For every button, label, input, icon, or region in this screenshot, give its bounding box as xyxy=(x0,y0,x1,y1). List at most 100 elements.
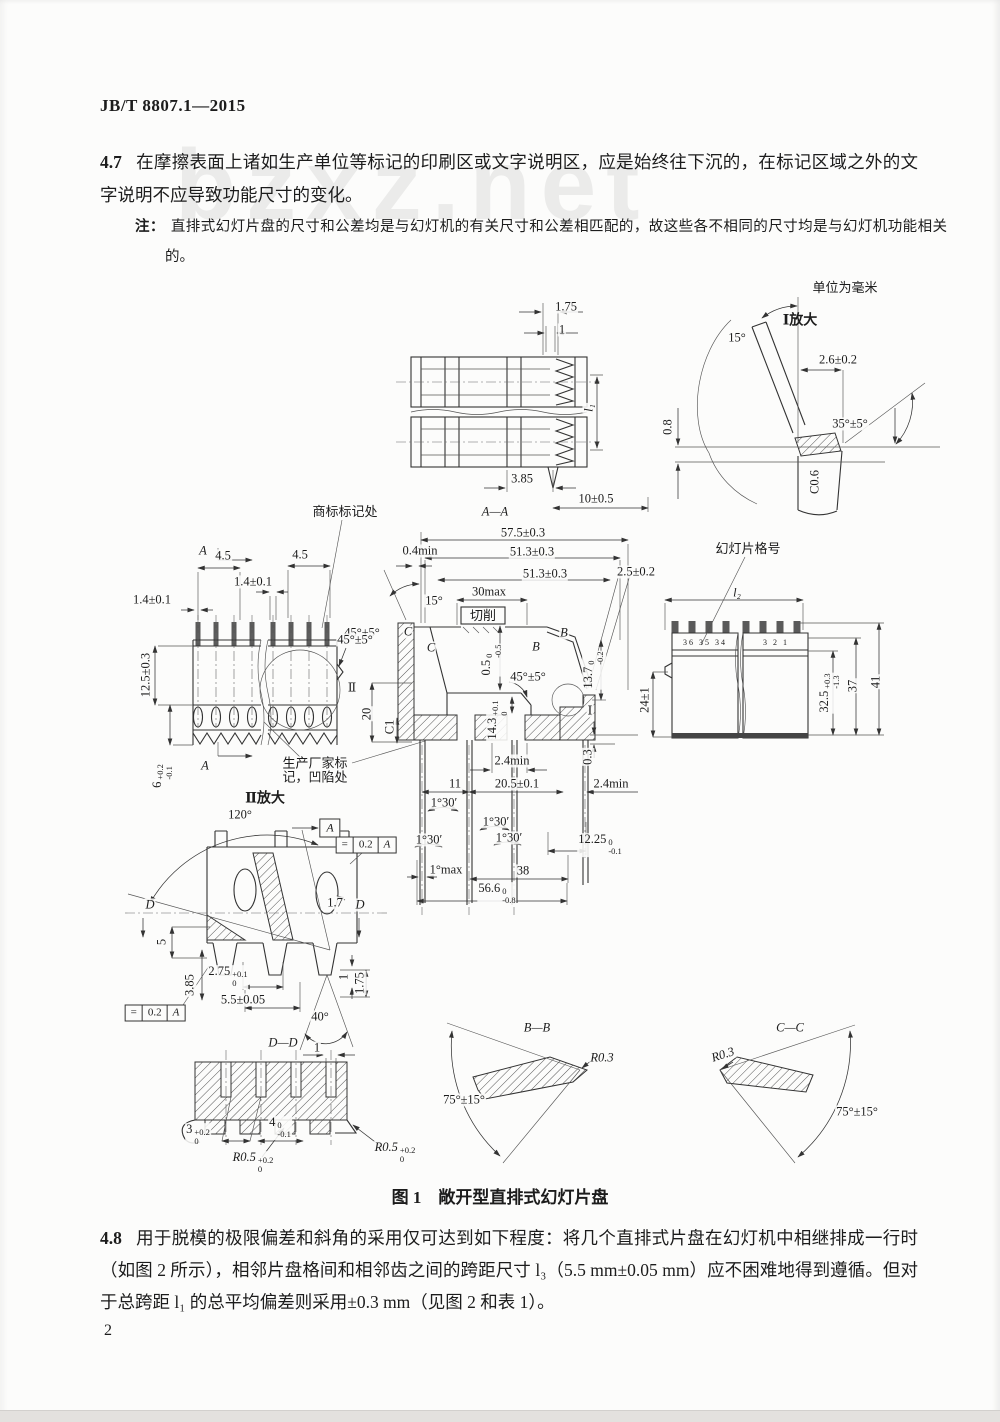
section-bb-view xyxy=(446,1022,593,1164)
dim-1max: 1°max xyxy=(428,862,464,877)
dim-32-5: 32.5+0.3-1.3 xyxy=(817,672,842,714)
dim-40deg: 40° xyxy=(310,1009,330,1024)
dim-1-top: 1 xyxy=(557,322,567,337)
cut-label: 切削 xyxy=(468,608,498,624)
dim-l1: l₁ xyxy=(581,403,596,413)
page-number: 2 xyxy=(104,1322,112,1339)
dim-11: 11 xyxy=(447,776,463,791)
note-paragraph: 注：直排式幻灯片盘的尺寸和公差均是与幻灯机的有关尺寸和公差相匹配的，故这些各不相… xyxy=(135,212,947,272)
dim-c1: C1 xyxy=(382,718,397,736)
manufacturer-note: 生产厂家标记，凹陷处 xyxy=(281,755,349,784)
dim-l2: l₂ xyxy=(732,585,742,600)
dim-1-ii: 1 xyxy=(336,972,351,982)
dim-10: 10±0.5 xyxy=(577,491,615,506)
note-label: 注： xyxy=(135,219,165,235)
dim-1-75-top: 1.75 xyxy=(554,299,578,314)
main-section-view xyxy=(383,532,638,915)
dim-24: 24±1 xyxy=(637,686,652,714)
figure-caption: 图 1 敞开型直排式幻灯片盘 xyxy=(391,1188,609,1207)
dim-1-dd: 1 xyxy=(312,1040,322,1055)
dim-3-85-top: 3.85 xyxy=(510,471,534,486)
dim-r03-bb: R0.3 xyxy=(589,1050,615,1065)
slide-numbers-right: 3 2 1 xyxy=(763,637,789,647)
left-side-view xyxy=(152,519,426,764)
dim-35deg: 35°±5° xyxy=(831,416,869,431)
detail-i-view xyxy=(675,297,940,516)
dim-57-5: 57.5±0.3 xyxy=(499,525,547,540)
dim-1-4-b: 1.4±0.1 xyxy=(131,592,173,607)
dim-45deg-b: 45°±5° xyxy=(509,669,547,684)
dim-0-3: 0.3 xyxy=(580,748,595,766)
dim-2-6: 2.6±0.2 xyxy=(817,352,859,367)
dim-2-5: 2.5±0.2 xyxy=(615,564,657,579)
dim-20-5: 20.5±0.1 xyxy=(493,776,541,791)
top-section-view xyxy=(396,303,649,512)
section-dd-title: D—D xyxy=(267,1035,299,1050)
cut-plane-d-left: D xyxy=(144,897,156,912)
cut-plane-c1: C xyxy=(402,624,414,639)
dim-4-5-a: 4.5 xyxy=(214,548,232,563)
dim-20: 20 xyxy=(359,706,374,722)
cut-plane-b1: B xyxy=(531,639,541,654)
section-cc-title: C—C xyxy=(775,1020,805,1035)
dim-c0-6: C0.6 xyxy=(807,469,822,495)
view-arrow-a-top: A xyxy=(198,543,208,558)
trademark-note: 商标标记处 xyxy=(311,504,379,520)
dim-1-30-a: 1°30′ xyxy=(429,795,459,810)
clause-number: 4.8 xyxy=(100,1228,122,1248)
dim-120deg: 120° xyxy=(227,807,253,822)
dim-41: 41 xyxy=(868,674,883,690)
dim-37: 37 xyxy=(845,678,860,694)
section-cc-view xyxy=(719,1024,856,1164)
dim-0-8: 0.8 xyxy=(660,418,675,436)
dim-1-30-b: 1°30′ xyxy=(481,814,511,829)
section-aa-title: A—A xyxy=(480,504,510,519)
detail-i-marker: Ⅰ xyxy=(586,703,594,718)
dim-30max: 30max xyxy=(470,584,508,599)
dim-1-30-c: 1°30′ xyxy=(414,832,444,847)
section-dd-view xyxy=(181,1050,384,1158)
dim-0-4min: 0.4min xyxy=(401,543,439,558)
clause-number: 4.7 xyxy=(100,152,122,172)
datum-a-box: A xyxy=(319,818,341,838)
dim-4-5-b: 4.5 xyxy=(291,547,309,562)
dim-5-5: 5.5±0.05 xyxy=(219,992,267,1007)
section-bb-title: B—B xyxy=(522,1020,552,1035)
dim-38: 38 xyxy=(515,863,531,878)
dim-45deg-left: 45°±5° xyxy=(336,632,374,647)
page-bottom-edge xyxy=(0,1410,1000,1422)
dim-51-3-a: 51.3±0.3 xyxy=(508,544,556,559)
dim-75deg-bb: 75°±15° xyxy=(442,1092,486,1107)
document-number: JB/T 8807.1—2015 xyxy=(100,96,246,115)
slide-number-note: 幻灯片格号 xyxy=(714,541,782,557)
dim-3-85-ii: 3.85 xyxy=(182,973,197,997)
detail-i-title: Ⅰ放大 xyxy=(782,313,818,329)
dim-2-4min-a: 2.4min xyxy=(493,753,531,768)
detail-ii-marker: Ⅱ xyxy=(346,680,358,695)
detail-ii-title: Ⅱ放大 xyxy=(245,791,285,807)
cut-plane-d-right: D xyxy=(354,897,366,912)
dim-15deg-main: 15° xyxy=(424,593,444,608)
dim-5: 5 xyxy=(154,937,169,947)
dim-1-7: 1.7 xyxy=(326,895,344,910)
unit-note: 单位为毫米 xyxy=(811,280,879,296)
cut-plane-b2: B xyxy=(559,625,569,640)
dim-2-4min-b: 2.4min xyxy=(592,776,630,791)
dim-51-3-b: 51.3±0.3 xyxy=(521,566,569,581)
detail-ii-view xyxy=(125,825,390,1051)
right-side-view xyxy=(650,556,884,739)
dim-1-75-ii: 1.75 xyxy=(352,971,367,995)
watermark: bzxz.net xyxy=(175,129,650,241)
